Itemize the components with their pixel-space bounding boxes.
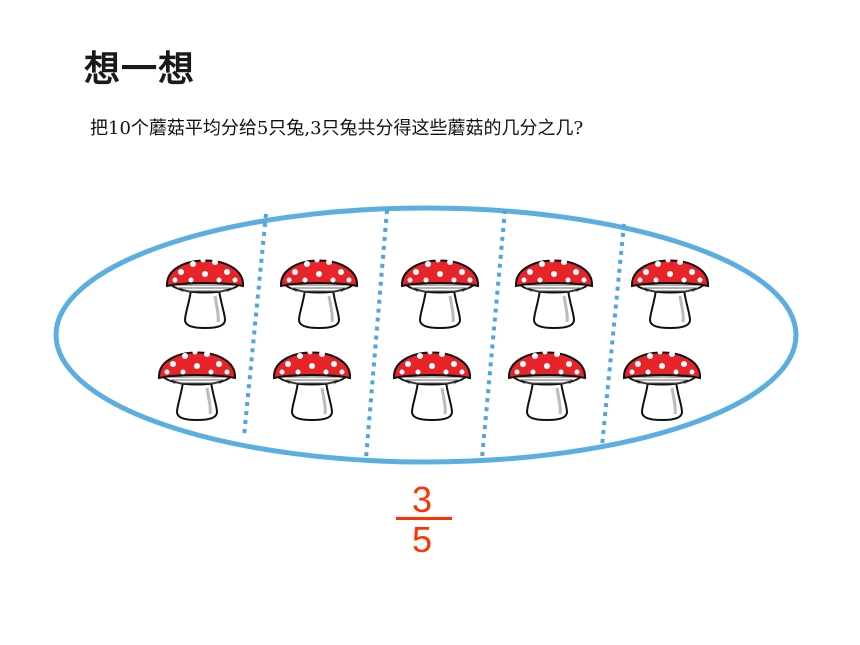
mushroom-icon: [622, 348, 702, 422]
mushroom-icon: [272, 348, 352, 422]
divider-line: [242, 213, 268, 437]
question-text: 把10个蘑菇平均分给5只兔,3只兔共分得这些蘑菇的几分之几?: [90, 118, 584, 139]
fraction-bar: [396, 517, 452, 520]
mushroom-icon: [630, 256, 710, 330]
page-title: 想一想: [84, 49, 196, 90]
mushroom-icon: [392, 348, 472, 422]
mushroom-icon: [507, 348, 587, 422]
mushroom-icon: [165, 256, 245, 330]
divider-line: [480, 209, 507, 459]
mushroom-icon: [279, 256, 359, 330]
mushroom-icon: [400, 256, 480, 330]
fraction-numerator: 3: [411, 479, 433, 520]
group-ellipse: [53, 205, 799, 465]
divider-line: [364, 209, 389, 459]
divider-line: [600, 223, 626, 447]
mushroom-icon: [514, 256, 594, 330]
mushroom-icon: [157, 348, 237, 422]
fraction-denominator: 5: [411, 519, 433, 560]
